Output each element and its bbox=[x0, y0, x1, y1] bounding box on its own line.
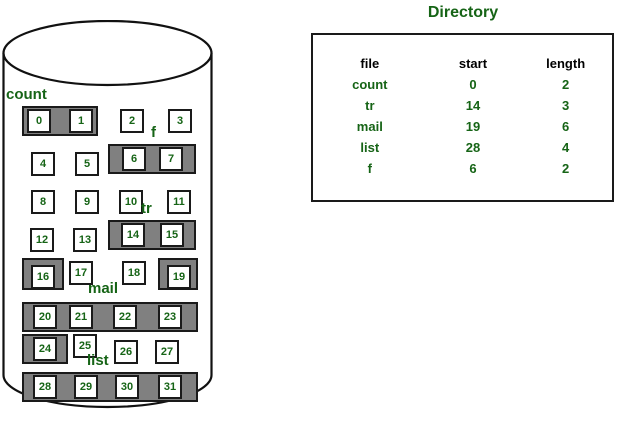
disk-block-28[interactable]: 28 bbox=[33, 375, 57, 399]
file-label-mail: mail bbox=[88, 280, 119, 297]
directory-cell-start: 14 bbox=[465, 98, 481, 113]
disk-block-10[interactable]: 10 bbox=[119, 190, 143, 214]
directory-cell-length: 4 bbox=[562, 140, 570, 155]
disk-block-9[interactable]: 9 bbox=[75, 190, 99, 214]
directory-header-length: length bbox=[546, 56, 586, 71]
directory-cell-start: 0 bbox=[469, 77, 477, 92]
directory-cell-start: 6 bbox=[469, 161, 477, 176]
directory-cell-file: list bbox=[360, 140, 380, 155]
disk-block-13[interactable]: 13 bbox=[73, 228, 97, 252]
disk-block-0[interactable]: 0 bbox=[27, 109, 51, 133]
disk-block-6[interactable]: 6 bbox=[122, 147, 146, 171]
disk-block-20[interactable]: 20 bbox=[33, 305, 57, 329]
disk-block-18[interactable]: 18 bbox=[122, 261, 146, 285]
directory-header-row: file start length bbox=[313, 53, 612, 74]
table-row[interactable]: f 6 2 bbox=[313, 158, 612, 179]
disk-block-21[interactable]: 21 bbox=[69, 305, 93, 329]
directory-cell-start: 28 bbox=[465, 140, 481, 155]
disk-block-31[interactable]: 31 bbox=[158, 375, 182, 399]
directory-header-start: start bbox=[458, 56, 488, 71]
directory-header-file: file bbox=[360, 56, 380, 71]
disk-block-30[interactable]: 30 bbox=[115, 375, 139, 399]
table-row[interactable]: list 28 4 bbox=[313, 137, 612, 158]
file-label-tr: tr bbox=[141, 200, 152, 217]
table-row[interactable]: tr 14 3 bbox=[313, 95, 612, 116]
directory-cell-file: count bbox=[352, 77, 388, 92]
disk-block-17[interactable]: 17 bbox=[69, 261, 93, 285]
file-label-count: count bbox=[6, 86, 47, 103]
disk-block-grid: 0 1 2 3 4 5 6 7 8 9 10 11 12 13 14 15 16… bbox=[0, 0, 230, 422]
disk-block-7[interactable]: 7 bbox=[159, 147, 183, 171]
disk-block-26[interactable]: 26 bbox=[114, 340, 138, 364]
disk-block-14[interactable]: 14 bbox=[121, 223, 145, 247]
disk-block-27[interactable]: 27 bbox=[155, 340, 179, 364]
directory-cell-start: 19 bbox=[465, 119, 481, 134]
disk-block-8[interactable]: 8 bbox=[31, 190, 55, 214]
disk-block-12[interactable]: 12 bbox=[30, 228, 54, 252]
table-row[interactable]: mail 19 6 bbox=[313, 116, 612, 137]
directory-cell-file: f bbox=[367, 161, 372, 176]
disk-block-22[interactable]: 22 bbox=[113, 305, 137, 329]
directory-cell-length: 2 bbox=[562, 77, 570, 92]
file-label-list: list bbox=[87, 352, 109, 369]
file-label-f: f bbox=[151, 124, 156, 141]
disk-block-19[interactable]: 19 bbox=[167, 265, 191, 289]
disk-block-1[interactable]: 1 bbox=[69, 109, 93, 133]
disk-block-25[interactable]: 25 bbox=[73, 334, 97, 358]
disk-block-5[interactable]: 5 bbox=[75, 152, 99, 176]
directory-cell-file: mail bbox=[356, 119, 383, 134]
disk-cylinder bbox=[2, 20, 214, 410]
disk-block-15[interactable]: 15 bbox=[160, 223, 184, 247]
disk-block-11[interactable]: 11 bbox=[167, 190, 191, 214]
disk-block-24[interactable]: 24 bbox=[33, 337, 57, 361]
disk-block-29[interactable]: 29 bbox=[74, 375, 98, 399]
disk-block-23[interactable]: 23 bbox=[158, 305, 182, 329]
directory-table: file start length count 0 2 tr 14 3 mail bbox=[311, 33, 614, 202]
cylinder-body bbox=[2, 53, 213, 409]
directory-panel: Directory file start length count 0 2 tr… bbox=[311, 2, 615, 207]
table-row[interactable]: count 0 2 bbox=[313, 74, 612, 95]
directory-cell-length: 2 bbox=[562, 161, 570, 176]
disk-block-16[interactable]: 16 bbox=[31, 265, 55, 289]
directory-cell-length: 6 bbox=[562, 119, 570, 134]
disk-block-4[interactable]: 4 bbox=[31, 152, 55, 176]
cylinder-top-ellipse bbox=[2, 20, 213, 87]
disk-block-3[interactable]: 3 bbox=[168, 109, 192, 133]
directory-cell-file: tr bbox=[365, 98, 375, 113]
directory-cell-length: 3 bbox=[562, 98, 570, 113]
directory-title: Directory bbox=[427, 4, 499, 21]
disk-block-2[interactable]: 2 bbox=[120, 109, 144, 133]
